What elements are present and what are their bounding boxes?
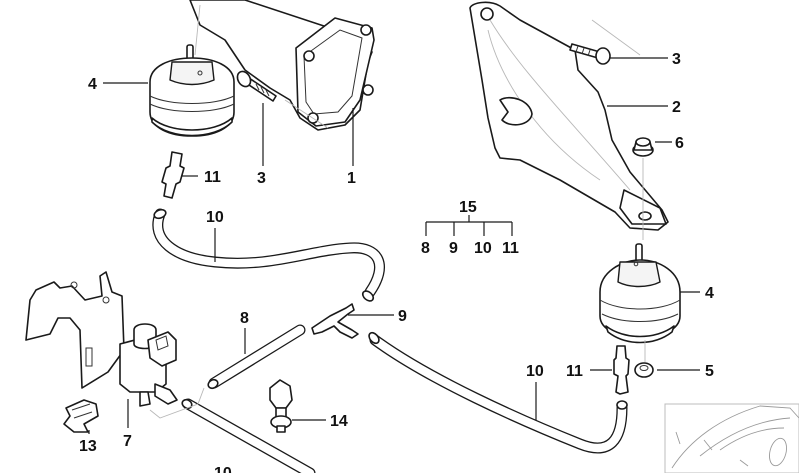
- engine-support-bracket-right[interactable]: [469, 1, 669, 231]
- callout-13: 13: [79, 438, 97, 455]
- kit-item-11: 11: [502, 240, 519, 257]
- callout-8: 8: [240, 310, 249, 327]
- callout-labels: 1 2 3 3 4 4 5 6 7 8 9 10 10 10 11 11 13 …: [79, 51, 714, 473]
- callout-15: 15: [459, 199, 477, 216]
- leader-lines: [88, 57, 700, 434]
- t-connector[interactable]: [311, 303, 359, 339]
- vacuum-hose-lower-right[interactable]: [367, 331, 628, 454]
- callout-3-left: 3: [257, 170, 266, 187]
- kit-item-10: 10: [474, 240, 492, 257]
- callout-10-right: 10: [526, 363, 544, 380]
- callout-10-bottom: 10: [214, 465, 232, 473]
- washer[interactable]: [634, 362, 654, 378]
- rubber-mount[interactable]: [269, 379, 293, 433]
- callout-1: 1: [347, 170, 356, 187]
- vehicle-thumbnail[interactable]: [664, 403, 799, 473]
- callout-4-right: 4: [705, 285, 714, 302]
- callout-7: 7: [123, 433, 132, 450]
- hex-bolt-left[interactable]: [235, 69, 277, 102]
- hose-connector-right[interactable]: [613, 345, 630, 395]
- callout-11-right: 11: [566, 363, 583, 380]
- callout-2: 2: [672, 99, 681, 116]
- vacuum-hose-upper[interactable]: [152, 208, 385, 303]
- kit-item-8: 8: [421, 240, 430, 257]
- callout-14: 14: [330, 413, 348, 430]
- hex-bolt-right[interactable]: [569, 43, 611, 65]
- heat-shield-bracket[interactable]: [25, 271, 125, 389]
- solenoid-valve[interactable]: [119, 323, 205, 419]
- hose-connector-left[interactable]: [161, 151, 185, 199]
- nut[interactable]: [632, 137, 654, 240]
- callout-6: 6: [675, 135, 684, 152]
- engine-support-bracket-left[interactable]: [189, 0, 375, 131]
- hose-straight[interactable]: [207, 324, 306, 390]
- callout-9: 9: [398, 308, 407, 325]
- callout-10-upper: 10: [206, 209, 224, 226]
- callout-3-right: 3: [672, 51, 681, 68]
- kit-item-9: 9: [449, 240, 458, 257]
- clip[interactable]: [63, 399, 99, 433]
- callout-4-left: 4: [88, 76, 97, 93]
- vacuum-hose-bottom[interactable]: [181, 398, 316, 473]
- engine-mount-left[interactable]: [149, 44, 235, 137]
- callout-11-left: 11: [204, 169, 221, 186]
- engine-mount-right[interactable]: [599, 243, 681, 362]
- callout-5: 5: [705, 363, 714, 380]
